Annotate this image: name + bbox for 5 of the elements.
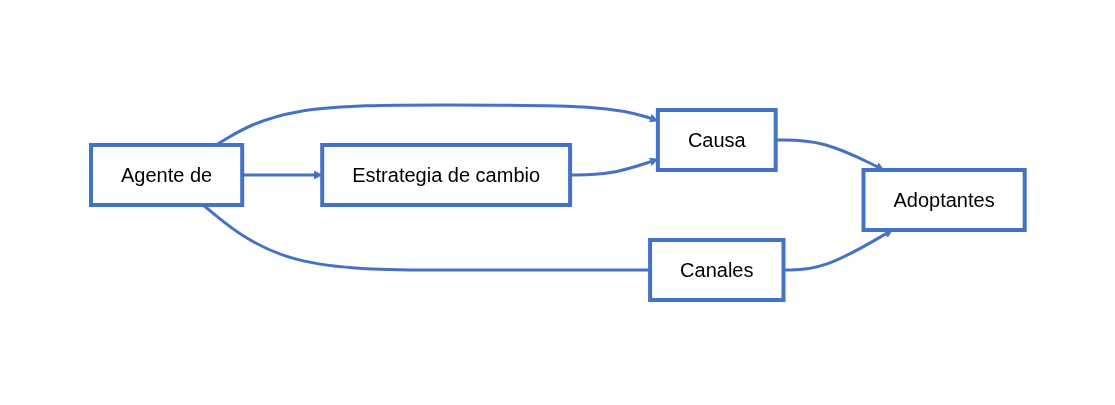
node-box: Agente de: [88, 143, 244, 207]
node-box: Adoptantes: [861, 168, 1027, 232]
node-box: Canales: [647, 238, 786, 302]
node-box: Estrategia de cambio: [319, 143, 572, 207]
node-box: Causa: [655, 108, 778, 172]
